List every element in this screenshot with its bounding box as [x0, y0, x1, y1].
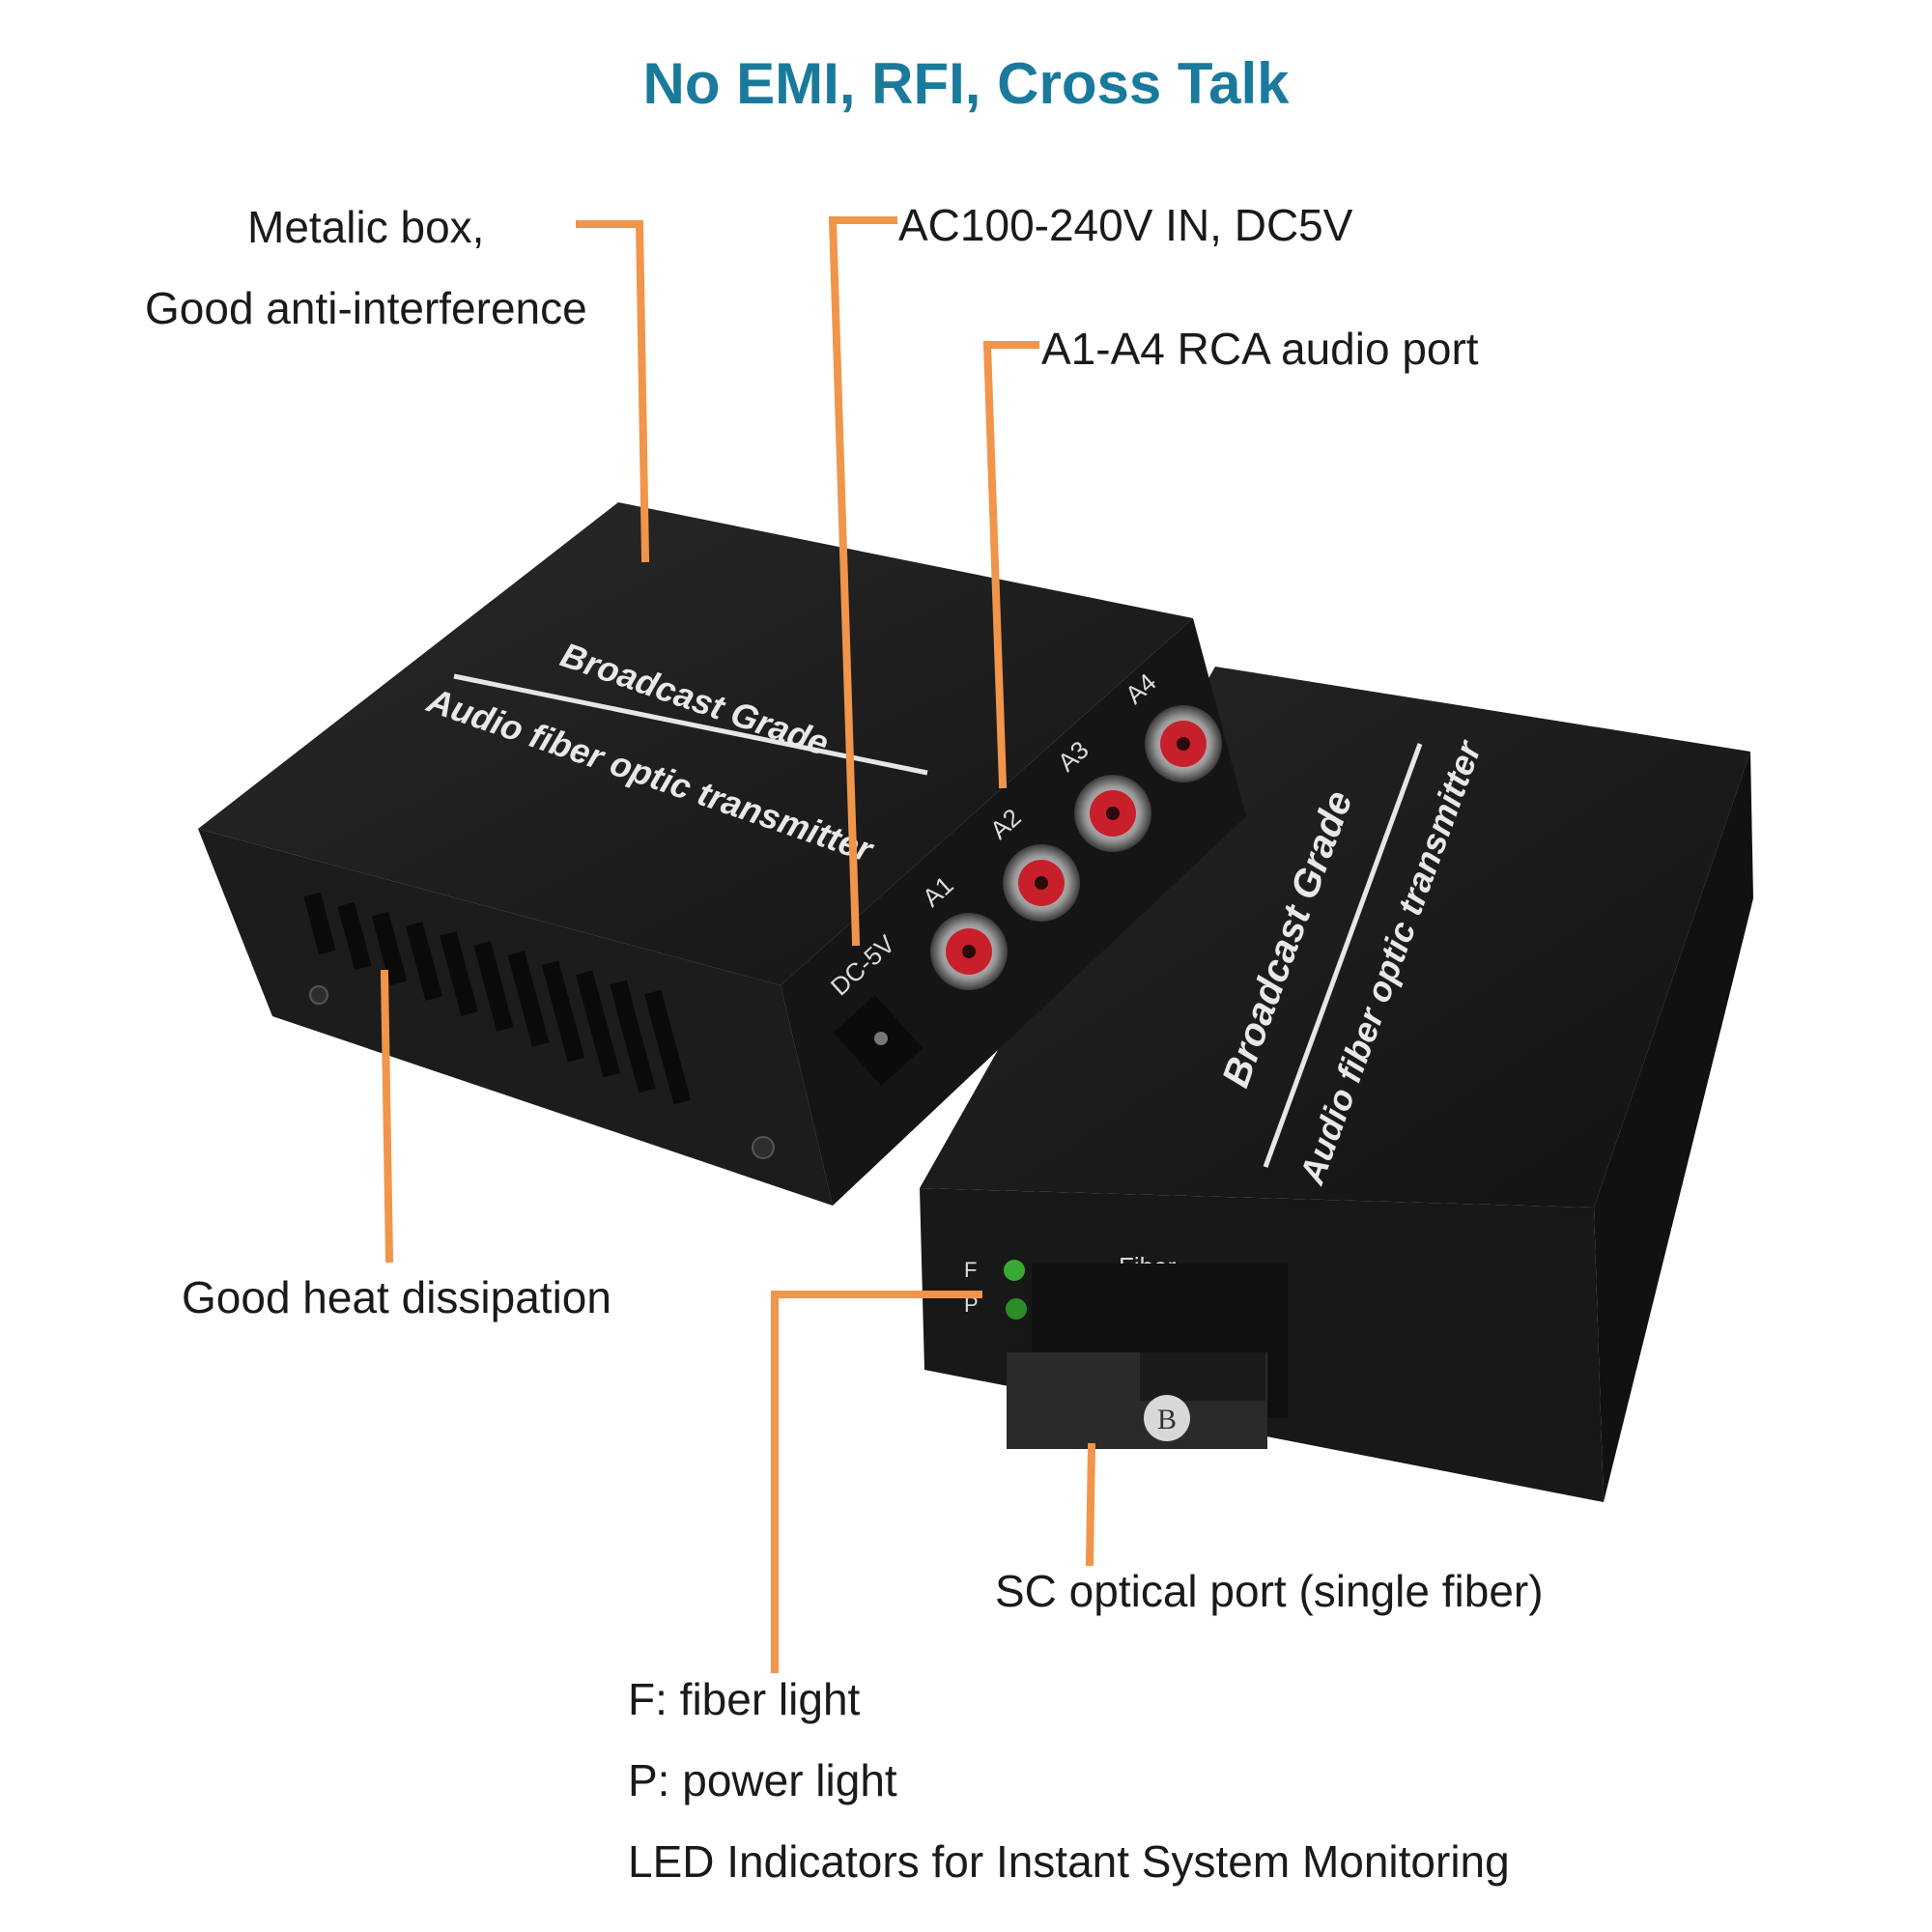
- receiver-unit: Broadcast Grade Audio fiber optic transm…: [920, 667, 1753, 1502]
- callout-power-input: AC100-240V IN, DC5V: [898, 200, 1353, 250]
- leader-metal-box: [576, 220, 650, 563]
- power-led-icon: [1006, 1298, 1027, 1320]
- receiver-stripe: [1263, 743, 1423, 1168]
- callout-sc-port: SC optical port (single fiber): [995, 1566, 1544, 1616]
- leader-heat: [380, 969, 394, 1264]
- rca-port-a4: [1145, 705, 1222, 782]
- callout-rca-ports: A1-A4 RCA audio port: [1041, 324, 1479, 374]
- side-screw-icon: [309, 985, 328, 1005]
- leader-power-input: [828, 216, 897, 947]
- rca-port-a2: [1003, 844, 1080, 922]
- fiber-led-icon: [1004, 1260, 1025, 1281]
- sc-connector: B: [1007, 1264, 1288, 1449]
- led-p-label: P: [964, 1293, 979, 1317]
- bottom-screw-icon: [752, 1136, 775, 1159]
- sc-mark-icon: [1144, 1395, 1190, 1441]
- transmitter-unit: Broadcast Grade Audio fiber optic transm…: [198, 502, 1246, 1206]
- sc-mark-label: B: [1157, 1404, 1177, 1435]
- receiver-top-panel: [920, 667, 1750, 1208]
- rca-port-a1: [930, 913, 1008, 990]
- dc-jack-pin-icon: [874, 1032, 888, 1045]
- callout-led-summary: LED Indicators for Instant System Monito…: [628, 1836, 1510, 1887]
- rca-port-a3: [1074, 775, 1151, 852]
- callout-heat: Good heat dissipation: [182, 1272, 611, 1322]
- callout-metal-box-line1: Metalic box,: [247, 202, 485, 252]
- heat-vents: [303, 892, 691, 1105]
- led-f-label: F: [964, 1258, 977, 1282]
- receiver-side-panel: [1594, 752, 1753, 1502]
- transmitter-top-panel: [198, 502, 1193, 985]
- leader-lines: [380, 216, 1096, 1673]
- leader-rca-ports: [982, 341, 1039, 789]
- leader-led: [771, 1291, 982, 1673]
- callout-metal-box-line2: Good anti-interference: [145, 283, 587, 333]
- headline: No EMI, RFI, Cross Talk: [642, 51, 1290, 116]
- leader-sc-port: [1085, 1442, 1096, 1567]
- callout-led-power: P: power light: [628, 1755, 897, 1805]
- callout-led-fiber: F: fiber light: [628, 1674, 861, 1724]
